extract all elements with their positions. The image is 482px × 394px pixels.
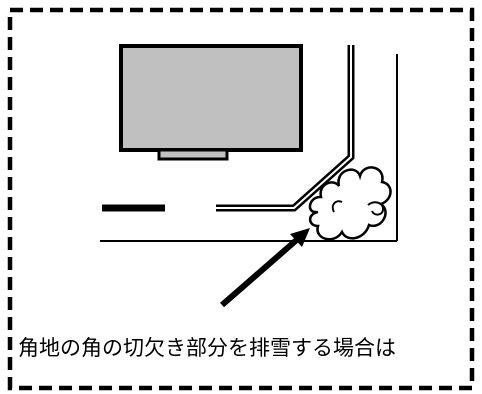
- building-entrance: [157, 148, 229, 161]
- caption-text: 角地の角の切欠き部分を排雪する場合は: [18, 336, 396, 360]
- snow-pile-detail-2: [331, 200, 343, 213]
- pointer-arrow-shaft: [220, 234, 302, 308]
- building: [119, 44, 303, 152]
- dashed-frame: [7, 7, 475, 391]
- snow-pile: [308, 166, 392, 241]
- fence-inner-line: [216, 45, 352, 209]
- pointer-arrow-head: [290, 228, 310, 247]
- snow-pile-detail: [367, 201, 385, 216]
